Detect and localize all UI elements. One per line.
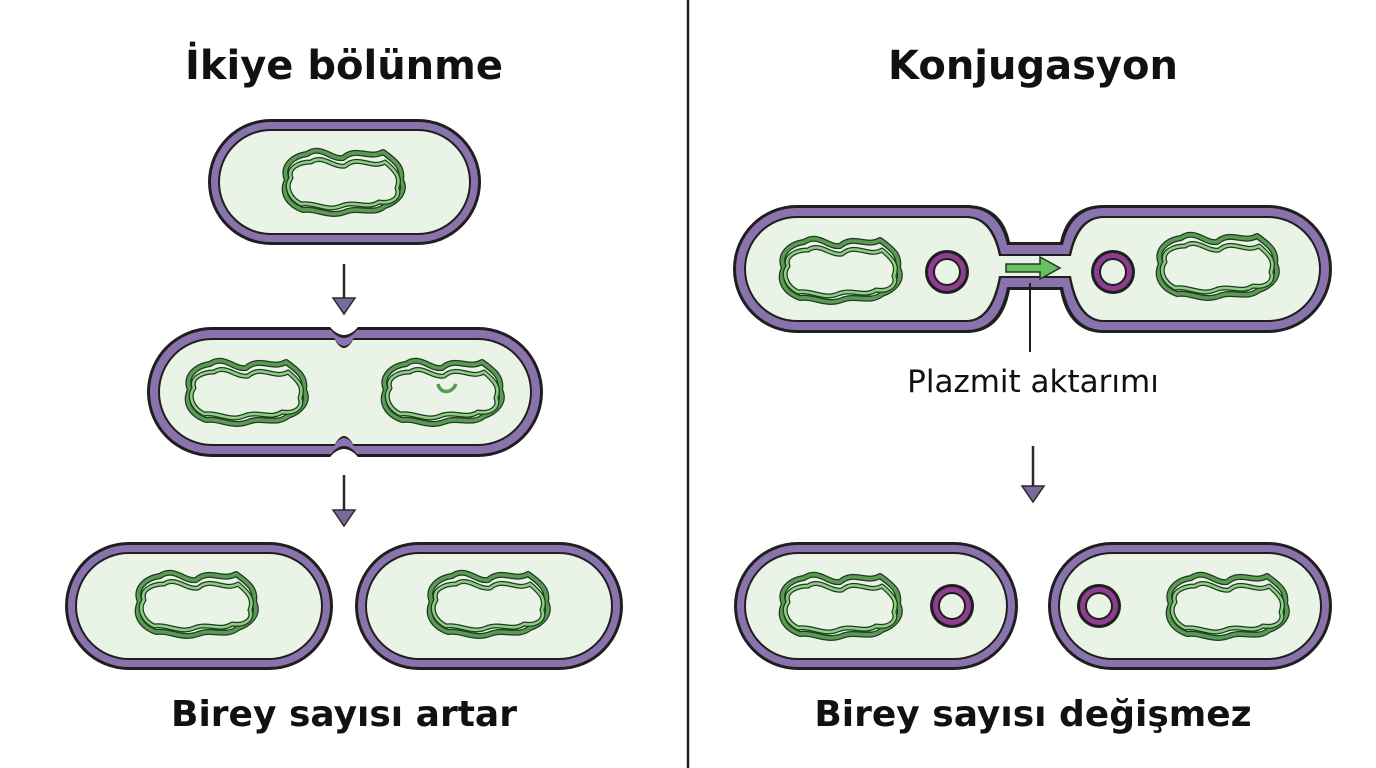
down-arrow-icon (331, 475, 357, 528)
conjugating-cells (733, 205, 1332, 352)
cell-dividing (147, 327, 543, 457)
down-arrow-icon (1020, 446, 1046, 504)
right-panel-caption: Birey sayısı değişmez (814, 694, 1252, 735)
plasmid-icon (930, 584, 974, 628)
transfer-arrow-icon (1005, 255, 1062, 281)
plasmid-icon (1091, 250, 1135, 294)
daughter-cell-right (355, 542, 623, 670)
left-panel-title: İkiye bölünme (185, 43, 503, 89)
result-cell-right (1048, 542, 1332, 670)
down-arrow-icon (331, 264, 357, 316)
plasmid-icon (925, 250, 969, 294)
result-cell-left (734, 542, 1018, 670)
daughter-cell-left (65, 542, 333, 670)
plasmid-transfer-label: Plazmit aktarımı (907, 364, 1159, 400)
plasmid-icon (1077, 584, 1121, 628)
left-panel-caption: Birey sayısı artar (171, 694, 517, 735)
replication-fork-icon (436, 383, 458, 394)
right-panel-title: Konjugasyon (888, 43, 1178, 89)
cell-parent (208, 119, 481, 245)
